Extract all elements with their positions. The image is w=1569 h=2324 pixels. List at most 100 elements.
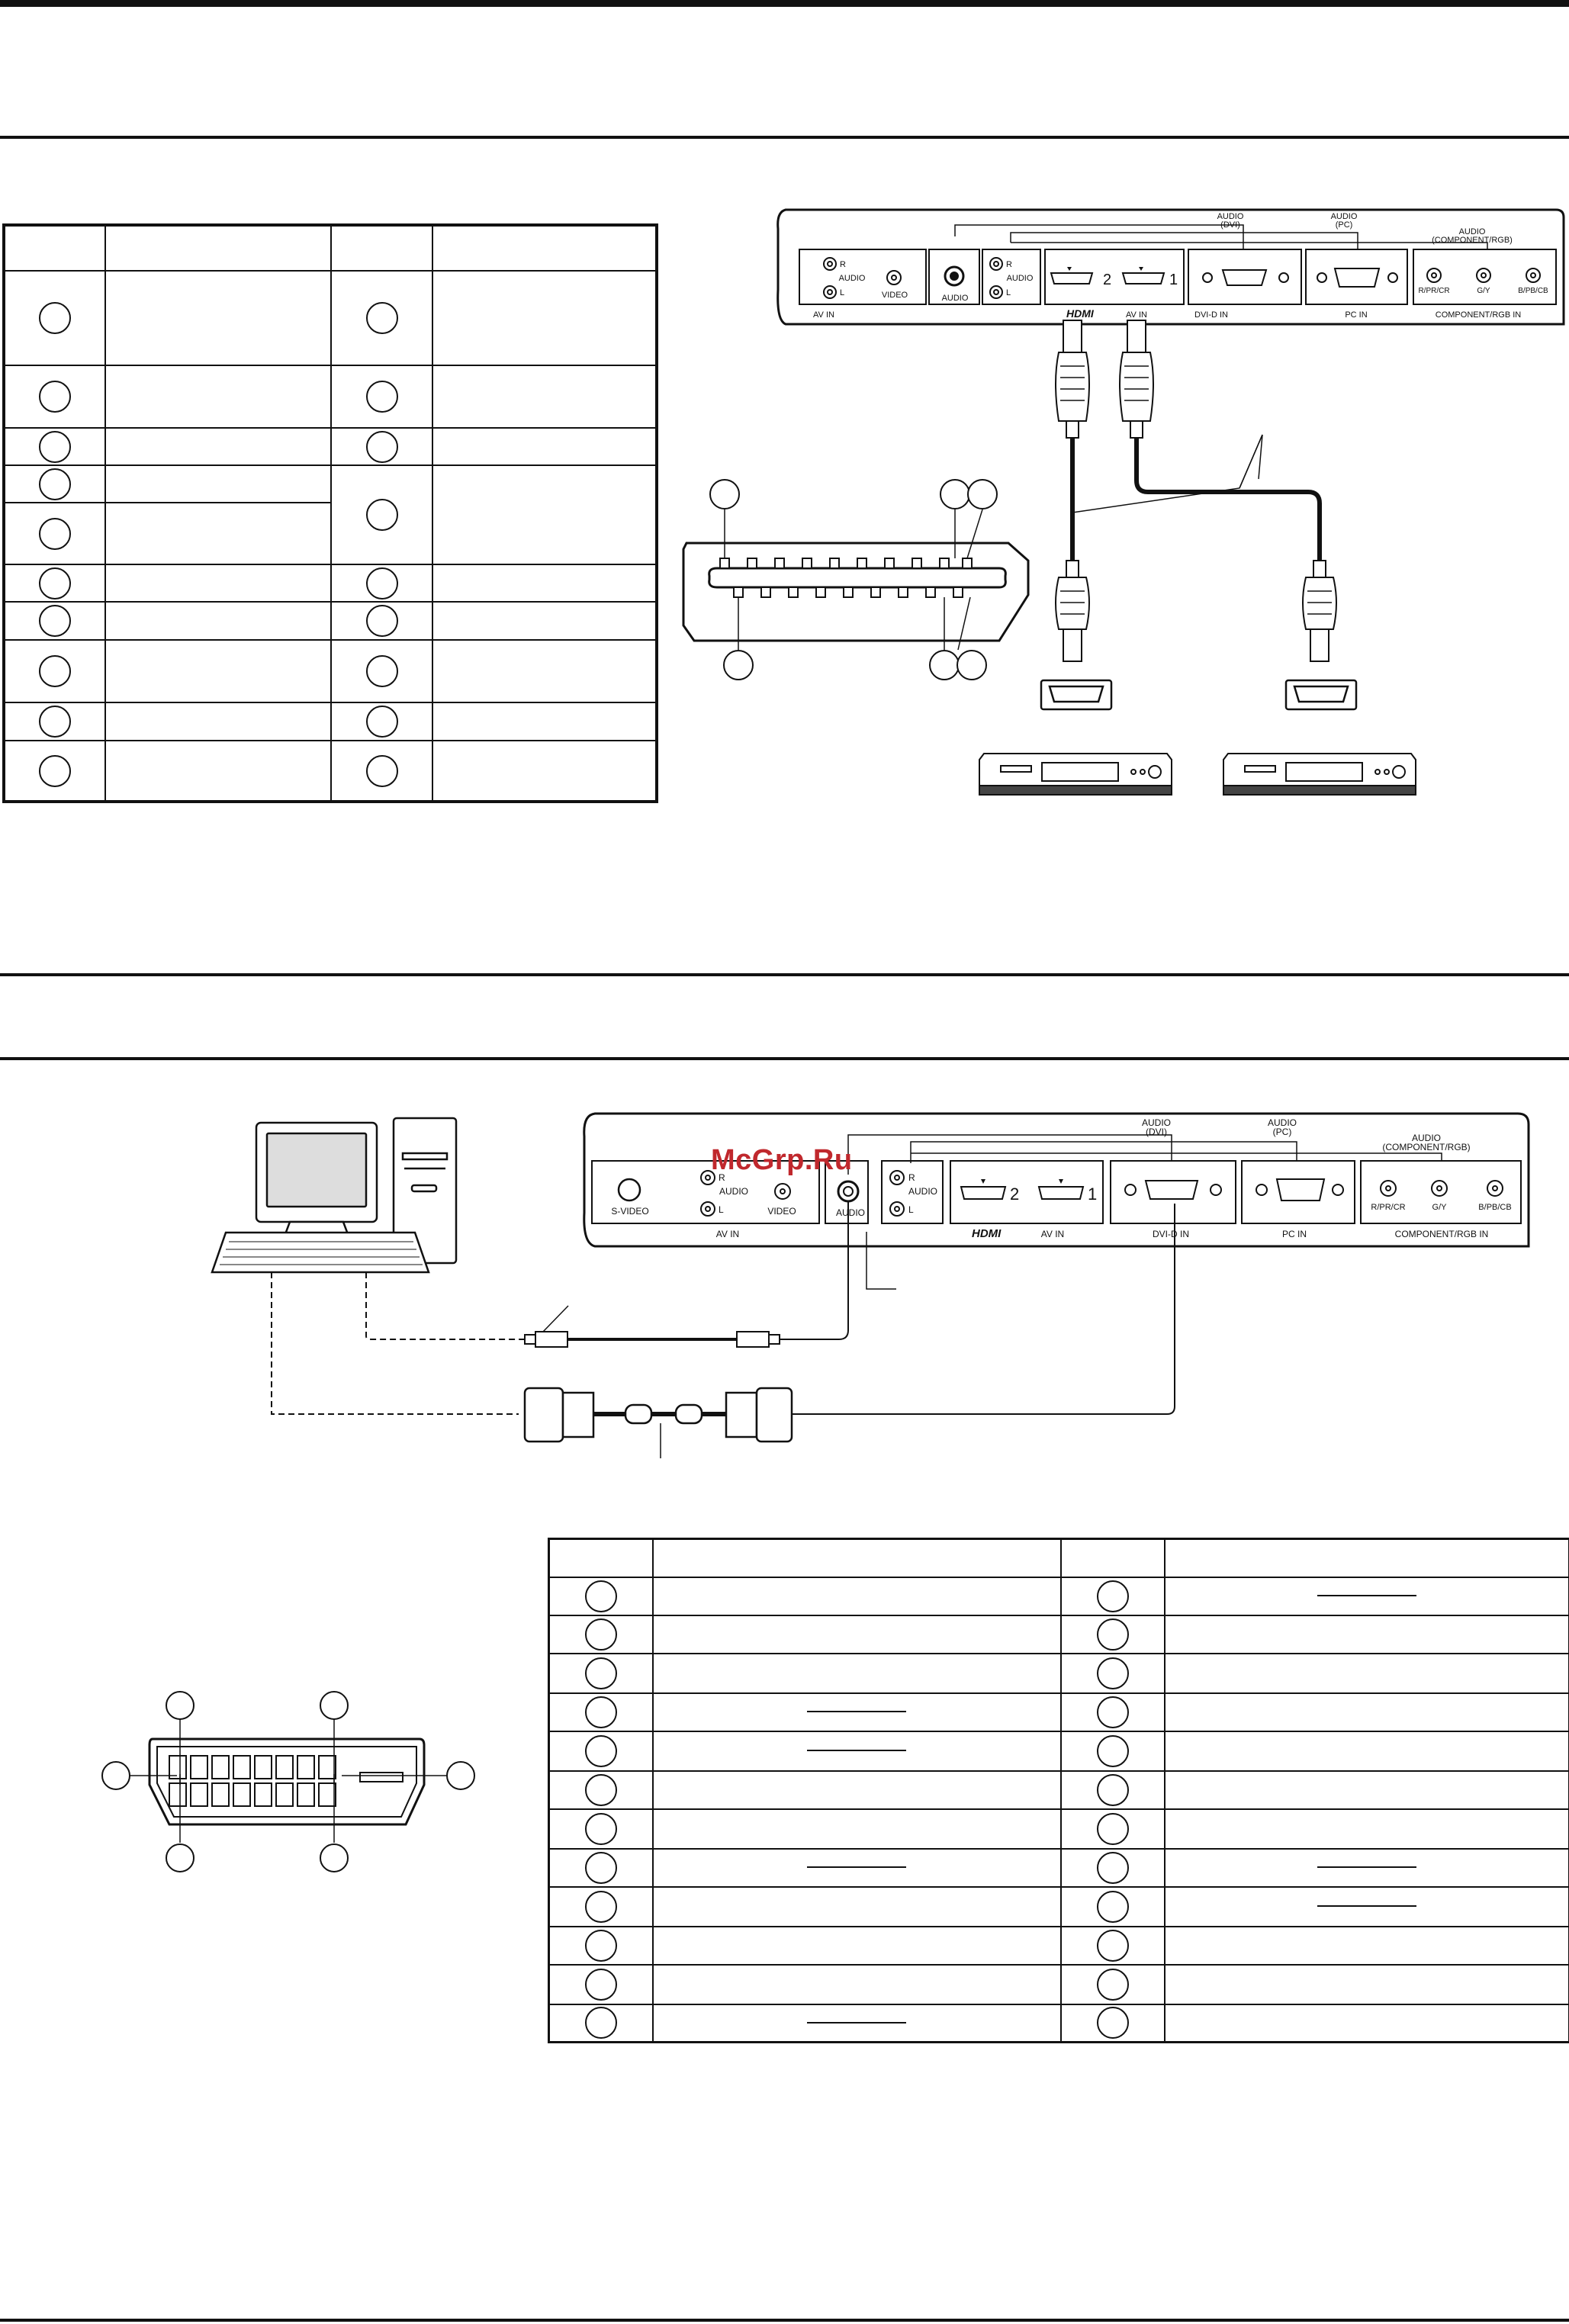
hdmi-connection-diagram: AUDIO(DVI) AUDIO(PC) AUDIO(COMPONENT/RGB… — [682, 208, 1565, 796]
panel-bottom-label-audio-component: AUDIO(COMPONENT/RGB) — [1382, 1133, 1470, 1152]
pin-number-circle — [39, 468, 71, 500]
component-module — [1413, 249, 1557, 305]
table-row — [548, 1847, 1569, 1888]
svg-text:AUDIO: AUDIO — [836, 1207, 865, 1218]
computer-illustration — [211, 1117, 458, 1274]
hdmi-pin-table — [2, 223, 658, 803]
svg-text:DVI-D IN: DVI-D IN — [1153, 1229, 1189, 1239]
svg-text:2: 2 — [1103, 272, 1111, 288]
table-row — [3, 502, 657, 565]
table-row — [3, 601, 658, 641]
svg-text:AUDIO: AUDIO — [839, 274, 866, 283]
pin-number-circle — [39, 517, 71, 550]
svg-text:L: L — [840, 288, 844, 297]
svg-text:L: L — [1006, 288, 1011, 297]
dvi-section-top-rule — [0, 973, 1569, 976]
svg-text:R/PR/CR: R/PR/CR — [1371, 1203, 1405, 1212]
pin-number-circle — [1096, 1890, 1129, 1923]
svg-text:AV IN: AV IN — [1126, 310, 1147, 320]
svg-text:G/Y: G/Y — [1432, 1203, 1448, 1212]
hdmi-section-rule — [0, 136, 1569, 139]
table-row — [3, 365, 658, 429]
svg-text:R/PR/CR: R/PR/CR — [1418, 287, 1449, 295]
table-row — [3, 564, 658, 603]
pin-number-circle — [39, 605, 71, 637]
pin-number-circle — [1096, 1773, 1129, 1806]
pin-number-circle — [584, 1657, 617, 1689]
svg-text:AV IN: AV IN — [716, 1229, 739, 1239]
svg-text:B/PB/CB: B/PB/CB — [1478, 1203, 1511, 1212]
pin-number-circle — [365, 754, 398, 787]
pin-number-circle — [39, 754, 71, 787]
table-header-row — [3, 224, 658, 272]
bottom-border-rule — [0, 2319, 1569, 2322]
panel-top-label-audio-pc: AUDIO(PC) — [1331, 212, 1358, 230]
svg-text:VIDEO: VIDEO — [882, 291, 908, 300]
table-row — [548, 1730, 1569, 1772]
dvi-section-rule — [0, 1057, 1569, 1060]
overline-mark — [807, 1750, 906, 1752]
pin-number-circle — [584, 1929, 617, 1962]
pin-number-circle — [39, 302, 71, 334]
dvi-d-module — [1188, 249, 1302, 305]
dvi-pin-table — [548, 1538, 1569, 2043]
pin-number-circle — [1096, 1812, 1129, 1845]
svg-text:COMPONENT/RGB IN: COMPONENT/RGB IN — [1436, 310, 1522, 320]
terminal-panel-outline — [583, 1112, 1530, 1248]
svg-text:R: R — [908, 1172, 915, 1183]
dvi-connection-diagram: AUDIO(DVI) AUDIO(PC) AUDIO(COMPONENT/RGB… — [101, 1112, 1530, 1872]
table-row — [3, 427, 658, 466]
panel-bottom-label-audio-dvi: AUDIO(DVI) — [1142, 1117, 1171, 1137]
svg-text:DVI-D IN: DVI-D IN — [1194, 310, 1228, 320]
panel-bottom-label-audio-pc: AUDIO(PC) — [1268, 1117, 1297, 1137]
table-row — [548, 1652, 1569, 1694]
table-header-row — [548, 1538, 1569, 1578]
dvi-connector-pinout — [148, 1737, 426, 1826]
source-device-right — [1223, 753, 1416, 796]
svg-text:R: R — [719, 1172, 725, 1183]
pin-number-circle — [1096, 1618, 1129, 1651]
pin-number-circle — [1096, 1929, 1129, 1962]
pin-number-circle — [39, 706, 71, 738]
table-row — [548, 1692, 1569, 1732]
table-row — [548, 1885, 1569, 1927]
pin-number-circle — [1096, 1580, 1129, 1612]
svg-text:AV IN: AV IN — [1041, 1229, 1064, 1239]
table-row — [548, 1925, 1569, 1966]
pin-number-circle — [365, 430, 398, 463]
top-border-rule — [0, 0, 1569, 7]
table-row — [3, 270, 658, 366]
svg-text:AUDIO: AUDIO — [1007, 274, 1034, 283]
overline-mark — [1317, 1905, 1416, 1908]
svg-text:VIDEO: VIDEO — [767, 1206, 796, 1217]
svg-text:S-VIDEO: S-VIDEO — [611, 1206, 648, 1217]
panel-top-label-audio-dvi: AUDIO(DVI) — [1217, 212, 1244, 230]
table-row — [548, 2003, 1569, 2043]
table-row — [548, 1614, 1569, 1654]
pin-number-circle — [584, 1812, 617, 1845]
panel-top-label-audio-component: AUDIO(COMPONENT/RGB) — [1432, 227, 1513, 245]
svg-text:R: R — [1006, 260, 1012, 269]
pin-number-circle — [365, 302, 398, 334]
pin-number-circle — [365, 499, 398, 531]
pin-number-circle — [39, 430, 71, 463]
pin-number-circle — [39, 381, 71, 413]
svg-text:PC IN: PC IN — [1345, 310, 1367, 320]
pin-number-circle — [1096, 1734, 1129, 1767]
overline-mark — [807, 2022, 906, 2024]
svg-text:AUDIO: AUDIO — [908, 1186, 937, 1197]
svg-text:PC IN: PC IN — [1282, 1229, 1307, 1239]
pin-number-circle — [584, 1580, 617, 1612]
svg-text:1: 1 — [1088, 1185, 1097, 1204]
pin-number-circle — [584, 1968, 617, 2001]
table-row — [3, 702, 658, 741]
table-row — [548, 1808, 1569, 1850]
pin-number-circle — [365, 381, 398, 413]
svg-text:AV IN: AV IN — [813, 310, 834, 320]
svg-text:L: L — [908, 1204, 914, 1215]
av-in-module — [799, 249, 927, 305]
table-row — [548, 1770, 1569, 1810]
audio-dvi-module — [928, 249, 980, 305]
pin-number-circle — [365, 655, 398, 687]
table-row — [3, 740, 658, 802]
